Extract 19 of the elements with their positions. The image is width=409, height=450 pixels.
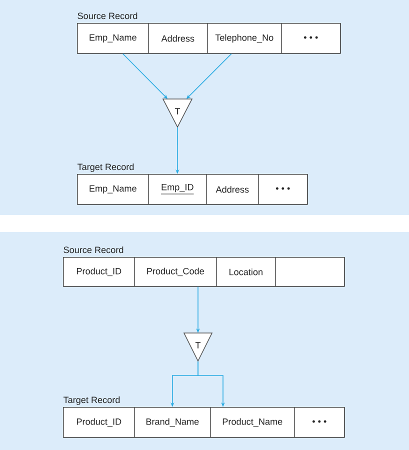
field-cell: Emp_ID — [148, 174, 207, 205]
field-cell: • • • — [294, 407, 345, 438]
field-cell: Product_Name — [210, 407, 295, 438]
field-cell: Product_ID — [63, 407, 135, 438]
field-cell: • • • — [281, 23, 341, 54]
field-cell: Address — [148, 23, 208, 54]
field-cell: Emp_Name — [77, 23, 149, 54]
record-title: Source Record — [78, 12, 138, 20]
field-cell: Address — [206, 174, 259, 205]
field-cell: Product_ID — [63, 257, 135, 287]
record-title: Source Record — [64, 246, 124, 254]
field-cell: Telephone_No — [207, 23, 282, 54]
record-title: Target Record — [77, 163, 134, 172]
field-cell: Location — [216, 257, 276, 287]
field-cell: Product_Code — [134, 257, 217, 287]
field-cell: Emp_Name — [77, 174, 149, 205]
record-title: Target Record — [63, 396, 120, 405]
field-cell: • • • — [258, 174, 308, 205]
field-cell: Brand_Name — [134, 407, 211, 438]
